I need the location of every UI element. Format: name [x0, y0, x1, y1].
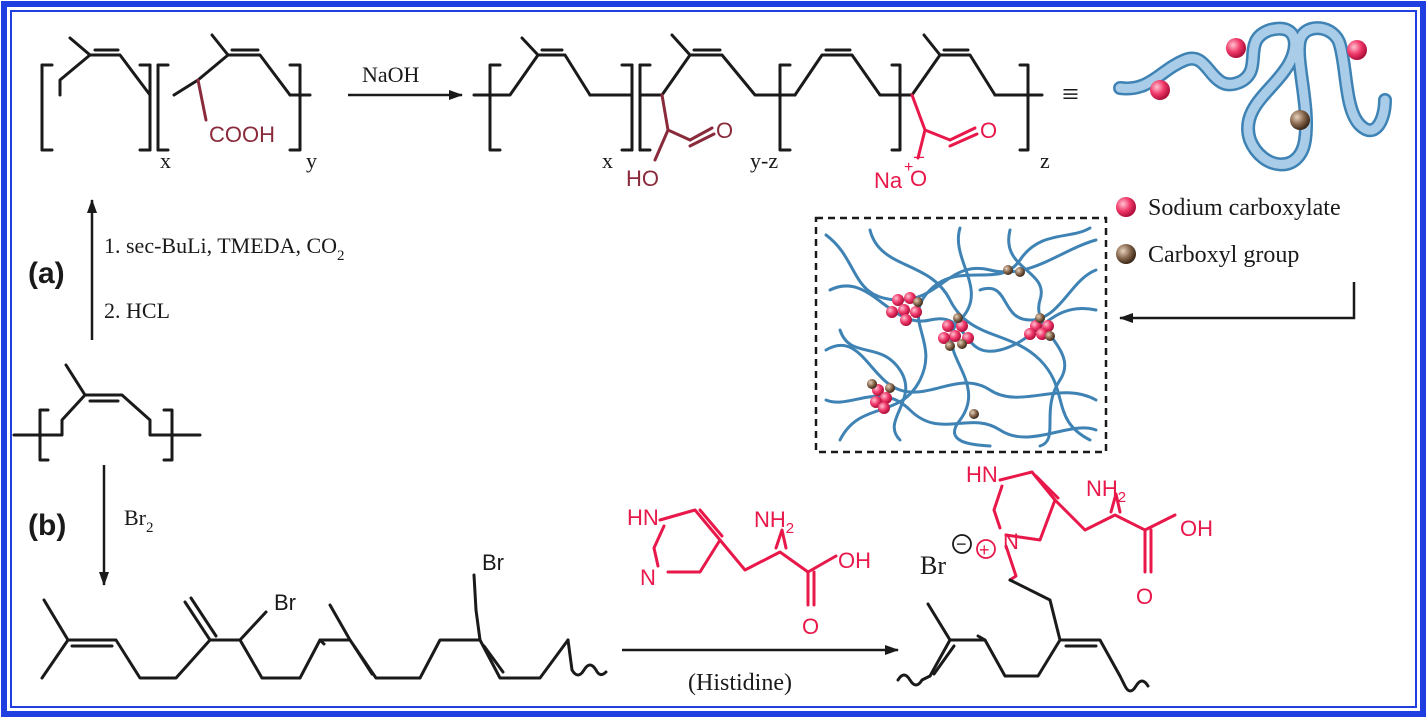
product-subscript-x: x: [602, 148, 613, 173]
step-b-label: (b): [28, 509, 66, 542]
product-salt-o-minus: O: [910, 166, 927, 191]
histidine-n: N: [640, 565, 656, 590]
reactant-subscript-y: y: [306, 148, 317, 173]
reactant-copolymer: x y COOH: [40, 33, 317, 173]
equivalence-sign: ≡: [1062, 78, 1079, 111]
product-acid-ho: HO: [626, 166, 659, 191]
ionic-network-box: [814, 216, 1108, 454]
step-a-label: (a): [28, 257, 65, 290]
product-br-counterion: Br: [920, 551, 946, 580]
legend: Sodium carboxylate Carboxyl group: [1116, 195, 1356, 323]
imidazolium-charge-circle: [976, 539, 996, 559]
product-oh: OH: [1180, 516, 1213, 541]
inner-frame: [10, 10, 1417, 708]
histidine-oh: OH: [838, 548, 871, 573]
step-a-reagent-2: 2. HCL: [104, 298, 170, 323]
chain-sodium-bead: [1347, 40, 1367, 60]
product-subscript-yz: y-z: [750, 148, 778, 173]
ionomer-product: x y-z z HO O Na + O – O: [472, 33, 1050, 193]
product-acid-o: O: [716, 118, 733, 143]
legend-arrow: [1119, 282, 1356, 323]
product-salt-minus: –: [914, 146, 924, 166]
reactant-cooh-label: COOH: [209, 122, 275, 147]
product-n: N: [1003, 529, 1019, 554]
step-b-reagent: Br2: [124, 505, 154, 536]
legend-sodium-label: Sodium carboxylate: [1148, 195, 1341, 221]
network-carboxyl-beads: [867, 265, 1055, 419]
chain-carboxyl-bead: [1290, 110, 1310, 130]
histidine-o: O: [802, 614, 819, 639]
network-sodium-clusters: [870, 292, 1054, 414]
bromide-minus: −: [956, 534, 967, 554]
product-subscript-z: z: [1040, 148, 1050, 173]
polyisoprene: [12, 363, 202, 462]
histidine-arrow-label: (Histidine): [688, 670, 792, 696]
chain-sodium-bead: [1226, 38, 1246, 58]
product-salt-plus: +: [904, 159, 913, 176]
bromide-charge-circle: [952, 534, 972, 554]
product-salt-na: Na: [874, 168, 903, 193]
brominated-polymer: Br Br: [40, 550, 608, 680]
br-label-1: Br: [274, 590, 296, 615]
br-label-2: Br: [482, 550, 504, 575]
histidine-hn: HN: [627, 505, 659, 530]
product-salt-o: O: [980, 118, 997, 143]
product-nh2: NH2: [1086, 476, 1126, 506]
step-a-reagent-1: 1. sec-BuLi, TMEDA, CO2: [104, 233, 345, 264]
legend-sodium-icon: [1116, 197, 1136, 217]
reactant-subscript-x: x: [160, 148, 171, 173]
legend-carboxyl-icon: [1116, 244, 1136, 264]
product-hn: HN: [966, 462, 998, 487]
naoh-label: NaOH: [362, 62, 420, 87]
product-o: O: [1136, 584, 1153, 609]
histidine-molecule: HN N NH2 OH O: [627, 505, 871, 639]
grafted-product: HN N NH2 OH O Br − +: [896, 462, 1213, 693]
legend-carboxyl-label: Carboxyl group: [1148, 242, 1299, 268]
polymer-chain-cartoon: [1113, 21, 1392, 172]
histidine-nh2: NH2: [754, 507, 794, 537]
imidazolium-plus: +: [979, 540, 990, 560]
chain-sodium-bead: [1150, 80, 1170, 100]
